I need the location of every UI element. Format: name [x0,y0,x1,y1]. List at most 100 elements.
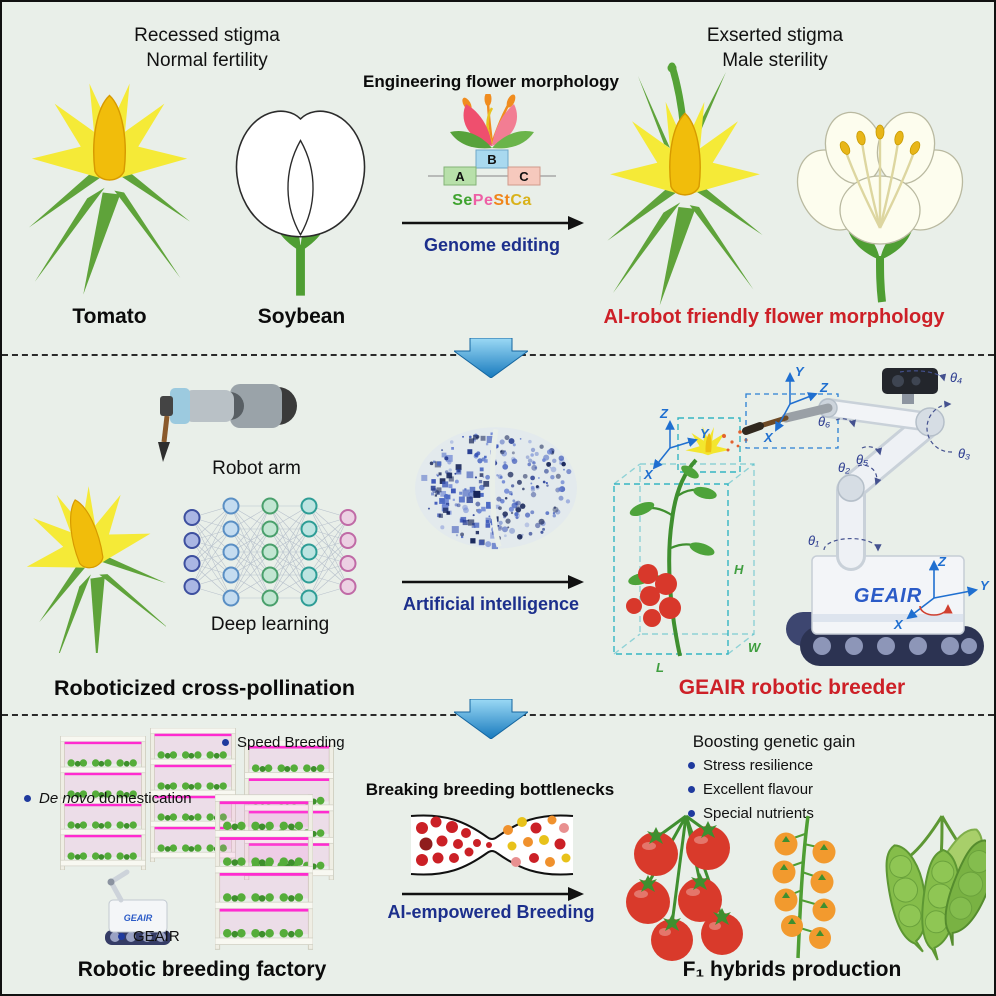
bullet-dot [688,786,695,793]
arm-gripper [160,396,173,416]
camera [882,368,938,404]
schematic-petal-left [463,104,492,146]
pod-1 [885,844,927,953]
robot-body: GEAIR [811,555,965,635]
flower-schematic: B A C [428,94,556,186]
gene-pe: Pe [472,192,494,209]
dim-w-label: W [748,640,762,655]
bullet-dot [688,762,695,769]
bullet-excellent-flavour: Excellent flavour [688,781,813,798]
pod-3 [944,839,986,946]
effector-bounding-box [745,393,839,449]
rack-4 [215,794,313,950]
deep-learning-label: Deep learning [210,614,330,635]
theta-5-label: θ₅ [856,452,869,467]
shoulder-joint [837,474,865,502]
axis-x-effector: X [763,430,774,445]
process-arrow-genome-editing [402,216,584,230]
pollen-spray [722,430,748,452]
tomato-cluster [626,814,743,961]
stamen-anthers [839,124,921,155]
keel-petal [287,139,314,237]
tomato-label: Tomato [72,305,147,328]
caption-exserted-stigma: Exserted stigma Male sterility [706,25,844,71]
effector-axes [775,372,818,432]
tomato-flower-middle-illustration [16,478,166,653]
gene-ca: Ca [510,192,532,209]
axis-y-effector: Y [795,364,805,379]
gene-box-c: C [519,169,529,184]
end-effector-brush [742,403,833,435]
flow-arrow-down-2 [454,699,528,739]
theta-1-label: θ₁ [808,533,819,548]
arm-forearm [184,390,234,422]
gene-se: Se [452,192,473,209]
boosting-gain-title: Boosting genetic gain [692,732,856,751]
ai-breeding-label: AI-empowered Breeding [387,902,595,922]
tomato-flower-illustration [28,82,191,296]
gene-st: St [493,192,511,209]
axis-z-base: Z [937,554,947,569]
bottleneck-title: Breaking breeding bottlenecks [365,780,615,799]
stamen-filaments [844,136,916,229]
soybean-pods [885,815,986,961]
theta-6-label: θ₆ [818,414,831,429]
axis-x-base: X [893,617,904,632]
arm-end-cap [170,388,190,424]
dim-l-label: L [656,660,664,675]
engineered-tomato-flower-illustration [606,62,764,307]
arm-body [230,384,282,428]
flower-axes [652,420,698,470]
geair-logo: GEAIR [854,585,922,607]
axis-z-flower: Z [659,406,669,421]
artificial-intelligence-label: Artificial intelligence [402,594,580,614]
soybean-flower-illustration [235,110,366,296]
geair-breeder-title: GEAIR robotic breeder [678,676,906,699]
soybean-label: Soybean [257,305,346,328]
theta-3-label: θ₃ [958,446,970,461]
bullet-dot [24,795,31,802]
axis-x-flower: X [643,467,654,482]
schematic-petal-right [492,104,518,146]
bullet-geair: GEAIR [118,928,180,945]
pod-2 [921,849,960,961]
gene-boxes: B A C [443,149,541,186]
gene-letters: SePeStCa [414,192,570,210]
factory-robot: GEAIR [105,869,171,945]
genome-editing-label: Genome editing [423,235,560,255]
gene-box-a: A [455,169,465,184]
bullet-dot [118,933,125,940]
bullet-stress-resilience: Stress resilience [688,757,813,774]
bottleneck-dots-left [416,816,492,866]
geair-robot-scene: L W H Z Y X GEAIR [613,364,990,675]
axis-z-effector: Z [819,380,829,395]
theta-2-label: θ₂ [838,460,850,475]
bullet-speed-breeding: Speed Breeding [222,734,345,751]
bullet-de-novo: De novo domestication [24,790,192,807]
robot-arm-label: Robot arm [212,458,301,479]
axis-y-flower: Y [700,426,710,441]
bullet-dot [222,739,229,746]
axis-y-base: Y [980,578,990,593]
process-arrow-ai [402,575,584,589]
f1-hybrids-title: F₁ hybrids production [682,958,902,981]
tomato-plant-illustration [626,426,748,657]
robot-arm-illustration [158,384,297,462]
neural-network-illustration [183,497,357,607]
plant-top-flower [685,426,731,456]
bottleneck-illustration [410,814,574,876]
cherry-tomato-vine [772,815,836,959]
ai-friendly-caption: AI-robot friendly flower morphology [603,306,945,328]
ai-brain-illustration [415,427,577,550]
bottleneck-dots-right [503,815,571,867]
engineered-soybean-flower-illustration [796,111,964,303]
plant-bounding-box [613,417,755,655]
upper-sepal-left [638,76,670,148]
bullet-special-nutrients: Special nutrients [688,805,814,822]
factory-robot-arm [107,869,130,903]
elbow-joint [915,407,945,437]
hybrid-produce-illustration [626,814,986,961]
breeding-factory-illustration: GEAIR [60,728,334,950]
bullet-dot [688,810,695,817]
factory-robot-logo: GEAIR [124,913,153,923]
